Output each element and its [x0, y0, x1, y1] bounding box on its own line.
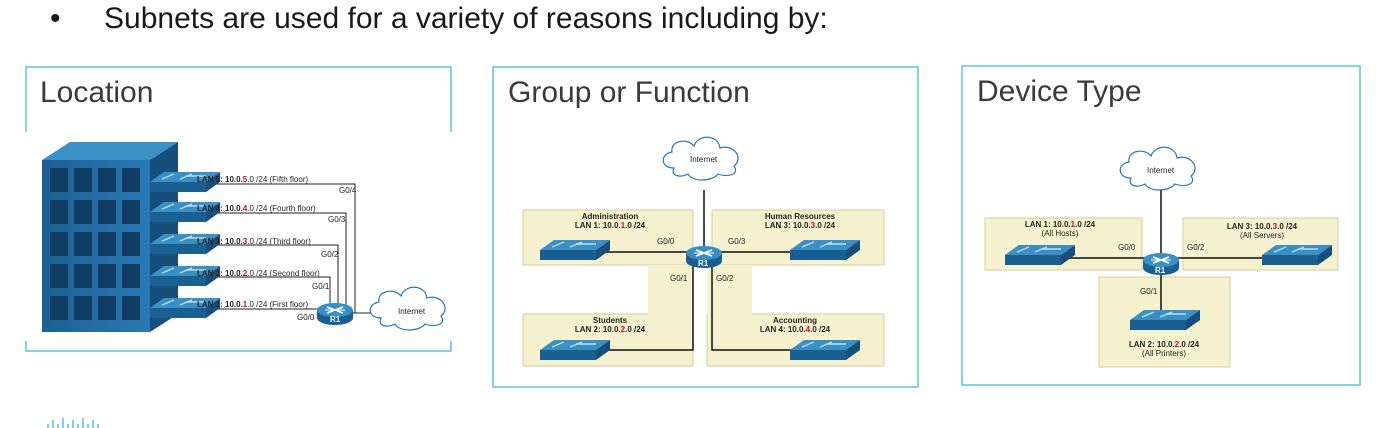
- internet-label-group: Internet: [690, 155, 718, 164]
- lan2-printers-label: LAN 2: 10.0.2.0 /24(All Printers): [1128, 340, 1200, 358]
- switch-admin: [539, 239, 611, 261]
- port-device-g00: G0/0: [1118, 243, 1136, 252]
- port-g00: G0/0: [297, 313, 315, 322]
- switch-accounting: [789, 339, 861, 361]
- device-title: Device Type: [977, 75, 1142, 108]
- group-title: Group or Function: [508, 76, 750, 109]
- group-panel-frame: [492, 66, 919, 388]
- switch-servers: [1261, 244, 1333, 266]
- lan1-hosts-label: LAN 1: 10.0.1.0 /24(All Hosts): [1024, 220, 1096, 238]
- port-g01: G0/1: [312, 282, 330, 291]
- switch-hosts: [1004, 244, 1076, 266]
- group-lan-areas: [522, 209, 885, 367]
- lan4-label: LAN 4: 10.0.4.0 /24 (Fourth floor): [197, 204, 316, 213]
- port-group-g00: G0/0: [657, 237, 675, 246]
- location-links: [190, 183, 380, 314]
- router-label-device: R1: [1155, 266, 1166, 275]
- port-group-g02: G0/2: [716, 274, 734, 283]
- switch-students: [539, 339, 611, 361]
- location-panel-frame: [25, 66, 452, 352]
- lan5-label: LAN 5: 10.0.5.0 /24 (Fifth floor): [197, 175, 309, 184]
- bullet: •: [50, 2, 61, 35]
- internet-label-location: Internet: [398, 307, 426, 316]
- port-g03: G0/3: [328, 215, 346, 224]
- port-device-g01: G0/1: [1140, 287, 1158, 296]
- port-g02: G0/2: [321, 250, 339, 259]
- port-g04: G0/4: [339, 186, 357, 195]
- device-panel-frame: [961, 65, 1361, 386]
- router-label-location: R1: [330, 315, 341, 324]
- lan1-label: LAN 1: 10.0.1.0 /24 (First floor): [197, 300, 309, 309]
- lan3-label: LAN 3: 10.0.3.0 /24 (Third floor): [197, 237, 311, 246]
- port-group-g01: G0/1: [670, 274, 688, 283]
- cisco-logo-icon: [47, 418, 99, 428]
- router-label-group: R1: [698, 259, 709, 268]
- internet-label-device: Internet: [1147, 166, 1175, 175]
- switch-printers: [1129, 309, 1201, 331]
- port-device-g02: G0/2: [1187, 243, 1205, 252]
- lan2-label: LAN 2: 10.0.2.0 /24 (Second floor): [197, 269, 320, 278]
- port-group-g03: G0/3: [728, 237, 746, 246]
- slide-heading: Subnets are used for a variety of reason…: [104, 2, 828, 35]
- switch-hr: [789, 239, 861, 261]
- location-title: Location: [40, 76, 154, 109]
- lan3-servers-label: LAN 3: 10.0.3.0 /24(All Servers): [1226, 222, 1298, 240]
